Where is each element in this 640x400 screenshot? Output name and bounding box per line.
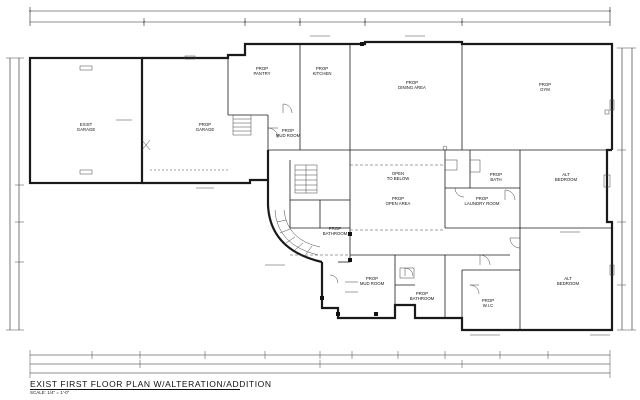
- exterior-walls: [28, 40, 614, 332]
- plan-scale: SCALE: 1/4" = 1'-0": [30, 390, 70, 395]
- stairs: [232, 114, 321, 256]
- columns: [320, 42, 378, 316]
- right-dimension-lines: [617, 47, 636, 331]
- plan-title: EXIST FIRST FLOOR PLAN W/ALTERATION/ADDI…: [30, 379, 272, 389]
- doors: [141, 103, 521, 295]
- left-dimension-lines: [6, 57, 24, 331]
- annotation-marks: [116, 35, 610, 336]
- title-underline: [30, 389, 240, 390]
- top-dimension-lines: [28, 7, 612, 26]
- fixtures: [79, 55, 615, 279]
- bottom-dimension-lines: [29, 350, 611, 378]
- title-block: EXIST FIRST FLOOR PLAN W/ALTERATION/ADDI…: [30, 380, 330, 396]
